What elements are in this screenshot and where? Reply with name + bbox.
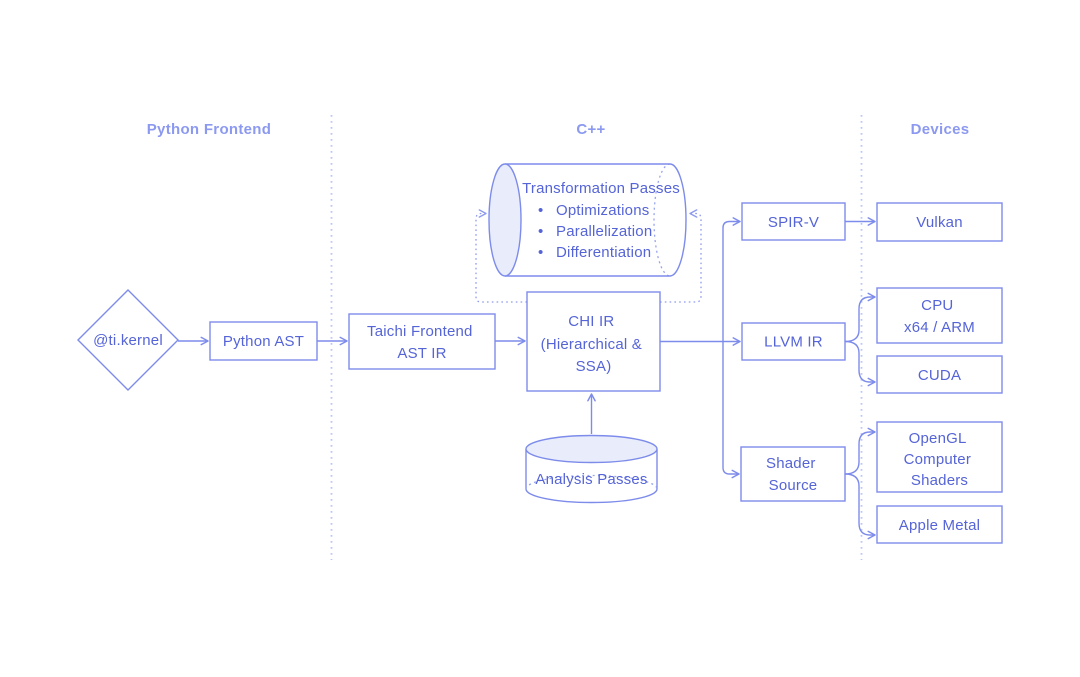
node-apple-metal: Apple Metal bbox=[876, 505, 1003, 544]
cylinder-open-end-inner-dashed bbox=[653, 163, 671, 277]
cylinder-bottom-arc bbox=[525, 488, 658, 504]
cuda-label: CUDA bbox=[918, 367, 961, 384]
header-cpp: C++ bbox=[576, 121, 605, 138]
edge-chi-ir-to-shader-source bbox=[722, 341, 740, 479]
edge-llvm-ir-to-cpu bbox=[844, 292, 876, 343]
cylinder-body bbox=[505, 164, 670, 276]
chi-ir-label: CHI IR (Hierarchical & SSA) bbox=[541, 313, 647, 375]
box-shape bbox=[876, 202, 1003, 242]
apple-metal-label: Apple Metal bbox=[899, 517, 980, 534]
node-llvm-ir: LLVM IR bbox=[741, 322, 846, 361]
transformation-passes-title: Transformation Passes bbox=[522, 180, 680, 197]
box-shape bbox=[526, 291, 661, 392]
node-python-ast: Python AST bbox=[209, 321, 318, 361]
box-shape bbox=[740, 446, 846, 502]
node-taichi-frontend-ast-ir: Taichi Frontend AST IR bbox=[348, 313, 496, 370]
cylinder-cap bbox=[525, 434, 658, 464]
node-spir-v: SPIR-V bbox=[741, 202, 846, 241]
label-line: Shader bbox=[766, 455, 816, 472]
header-devices: Devices bbox=[911, 121, 970, 138]
bullet-label: Differentiation bbox=[556, 244, 651, 261]
node-analysis-passes: Analysis Passes bbox=[525, 434, 658, 504]
node-chi-ir: CHI IR (Hierarchical & SSA) bbox=[526, 291, 661, 392]
edge-chi-ir-to-spir-v bbox=[722, 217, 741, 342]
bullet-dot: • bbox=[538, 244, 543, 261]
node-opengl: OpenGL Computer Shaders bbox=[876, 421, 1003, 493]
label-line: x64 / ARM bbox=[904, 319, 975, 336]
box-shape bbox=[876, 355, 1003, 394]
label-line: CHI IR bbox=[568, 313, 614, 330]
edge-chi-ir-to-transformation-passes-right bbox=[660, 209, 702, 303]
bullet-dot: • bbox=[538, 202, 543, 219]
box-shape bbox=[209, 321, 318, 361]
spir-v-label: SPIR-V bbox=[768, 214, 819, 231]
box-shape bbox=[741, 322, 846, 361]
section-headers: Python Frontend C++ Devices bbox=[147, 121, 970, 138]
vulkan-label: Vulkan bbox=[916, 214, 963, 231]
node-shader-source: Shader Source bbox=[740, 446, 846, 502]
bullet-dot: • bbox=[538, 223, 543, 240]
node-cpu: CPU x64 / ARM bbox=[876, 287, 1003, 344]
ti-kernel-label: @ti.kernel bbox=[93, 332, 163, 349]
section-dividers bbox=[330, 115, 863, 560]
node-ti-kernel: @ti.kernel bbox=[77, 289, 179, 391]
opengl-label: OpenGL Computer Shaders bbox=[904, 430, 976, 489]
box-shape bbox=[348, 313, 496, 370]
label-line: Computer bbox=[904, 451, 971, 468]
label-line: OpenGL bbox=[909, 430, 966, 447]
cylinder-sides bbox=[505, 163, 670, 277]
node-vulkan: Vulkan bbox=[876, 202, 1003, 242]
node-cuda: CUDA bbox=[876, 355, 1003, 394]
box-shape bbox=[876, 287, 1003, 344]
python-ast-label: Python AST bbox=[223, 333, 304, 350]
llvm-ir-label: LLVM IR bbox=[764, 334, 823, 351]
node-transformation-passes: Transformation Passes • Optimizations • … bbox=[488, 163, 687, 277]
cylinder-open-end-outer bbox=[669, 163, 687, 277]
cpu-label: CPU x64 / ARM bbox=[904, 297, 975, 336]
label-line: Shaders bbox=[911, 472, 968, 489]
label-line: (Hierarchical & bbox=[541, 336, 642, 353]
transformation-passes-bullet-2: • Parallelization bbox=[538, 223, 652, 240]
cylinder-sides bbox=[525, 449, 658, 489]
transformation-passes-bullet-1: • Optimizations bbox=[538, 202, 649, 219]
edge-llvm-ir-to-cuda bbox=[844, 340, 876, 387]
edge-shader-source-to-apple-metal bbox=[844, 473, 876, 540]
label-line: SSA) bbox=[576, 358, 612, 375]
edge-shader-source-to-opengl bbox=[844, 427, 876, 475]
header-python-frontend: Python Frontend bbox=[147, 121, 272, 138]
bullet-label: Parallelization bbox=[556, 223, 652, 240]
label-line: Taichi Frontend bbox=[367, 323, 473, 340]
box-shape bbox=[741, 202, 846, 241]
cylinder-cap bbox=[488, 163, 522, 277]
transformation-passes-bullet-3: • Differentiation bbox=[538, 244, 651, 261]
edges bbox=[178, 209, 876, 540]
diamond-shape bbox=[77, 289, 179, 391]
taichi-frontend-label: Taichi Frontend AST IR bbox=[367, 323, 477, 362]
label-line: Source bbox=[769, 477, 818, 494]
bullet-label: Optimizations bbox=[556, 202, 649, 219]
shader-source-label: Shader Source bbox=[766, 455, 820, 494]
box-shape bbox=[876, 421, 1003, 493]
analysis-passes-label: Analysis Passes bbox=[535, 471, 647, 488]
box-shape bbox=[876, 505, 1003, 544]
label-line: AST IR bbox=[397, 345, 446, 362]
label-line: CPU bbox=[921, 297, 953, 314]
